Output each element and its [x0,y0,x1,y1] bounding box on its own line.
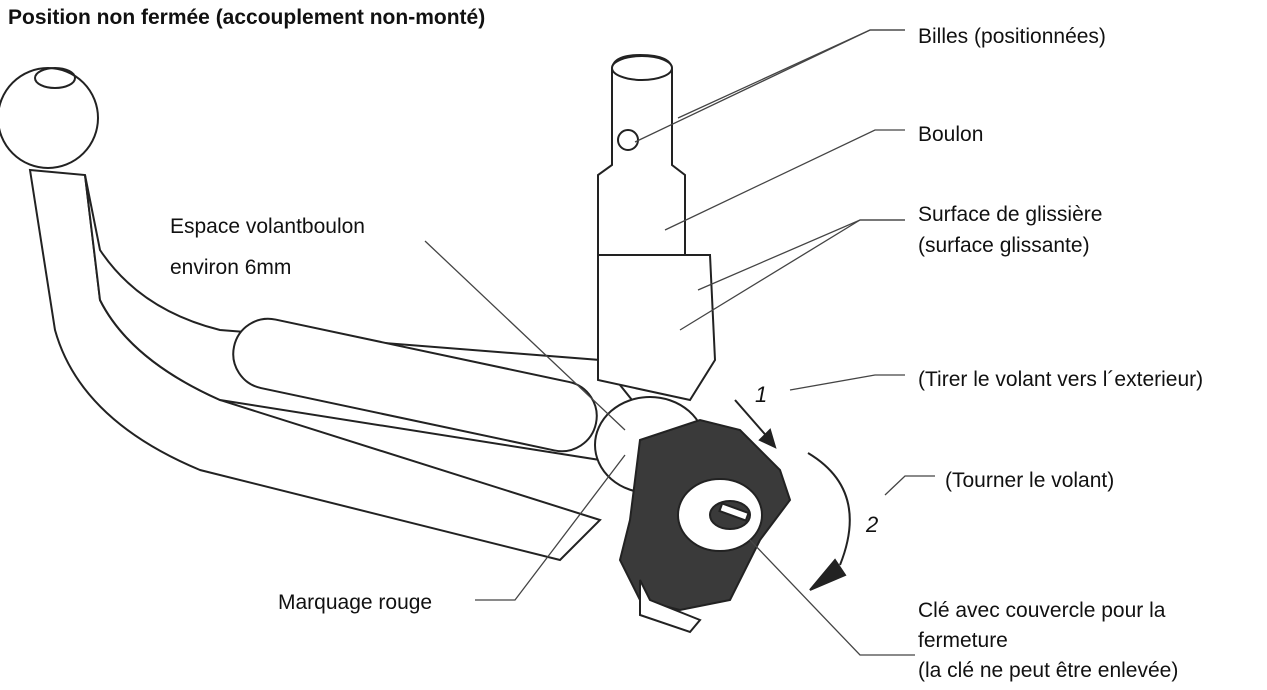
label-boulon: Boulon [918,123,984,146]
hand-wheel [594,396,792,634]
label-billes: Billes (positionnées) [918,25,1106,48]
page-title: Position non fermée (accouplement non-mo… [8,6,486,29]
leader-lines [424,29,935,656]
label-tourner: (Tourner le volant) [945,469,1115,492]
label-marquage: Marquage rouge [278,591,433,614]
label-cle-line1: Clé avec couvercle pour la [918,599,1166,622]
step-1-number: 1 [755,382,768,407]
label-tirer: (Tirer le volant vers l´exterieur) [918,368,1204,391]
label-surface-line1: Surface de glissière [918,203,1103,226]
label-cle-line2: fermeture [918,629,1008,652]
label-espace-line1: Espace volantboulon [170,215,365,238]
label-surface-line2: (surface glissante) [918,234,1090,257]
tow-ball [0,67,602,562]
label-cle-line3: (la clé ne peut être enlevée) [918,659,1179,682]
bolt [597,53,717,402]
rotation-arrows [734,399,851,591]
label-espace-line2: environ 6mm [170,256,292,279]
step-2-number: 2 [866,512,879,537]
